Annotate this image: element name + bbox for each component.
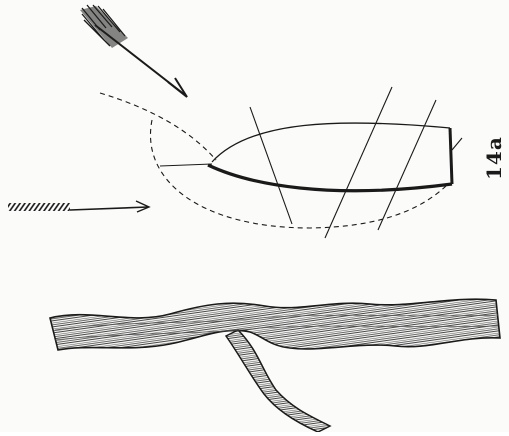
hatched-arrow-icon [8, 201, 149, 212]
feathered-arrow-icon [80, 5, 187, 97]
textured-branch-band [50, 299, 500, 432]
figure-label: 14a [482, 140, 506, 180]
boat-hull-outline [100, 87, 462, 238]
